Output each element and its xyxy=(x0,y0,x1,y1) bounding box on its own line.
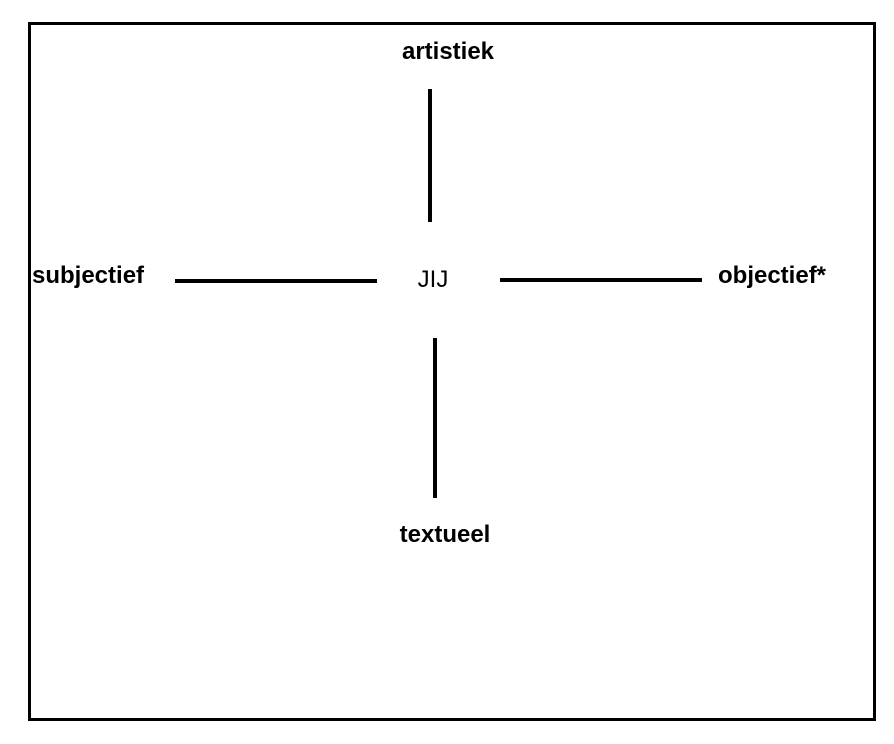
axis-label-bottom: textueel xyxy=(399,521,491,548)
center-label: JIJ xyxy=(417,266,449,293)
bottom-axis-line xyxy=(433,338,437,498)
axis-label-left: subjectief xyxy=(32,262,145,289)
top-axis-line xyxy=(428,89,432,222)
axis-label-right: objectief* xyxy=(718,262,827,289)
left-axis-line xyxy=(175,279,377,283)
right-axis-line xyxy=(500,278,702,282)
diagram-border xyxy=(28,22,876,721)
axis-label-top: artistiek xyxy=(401,38,495,65)
